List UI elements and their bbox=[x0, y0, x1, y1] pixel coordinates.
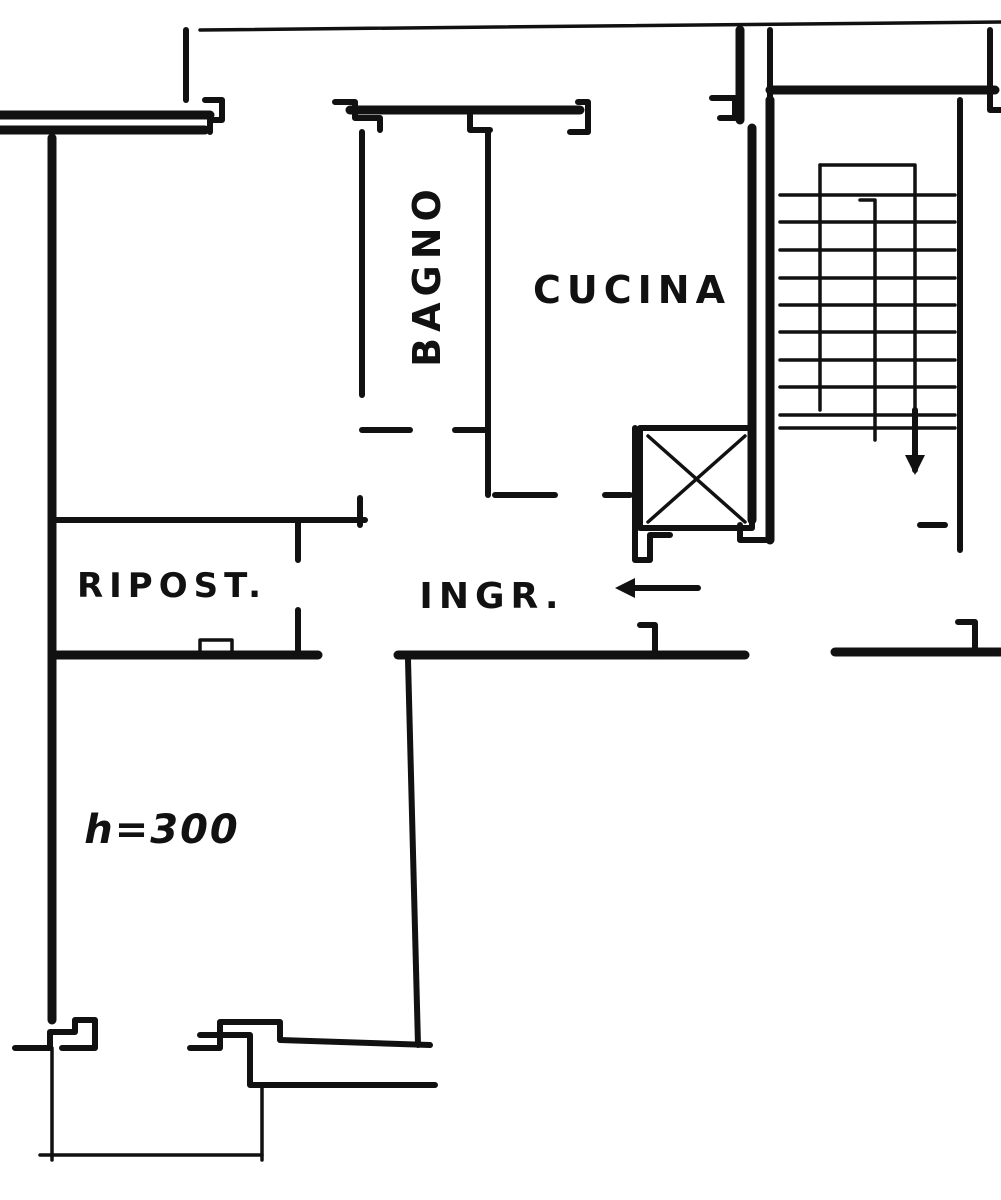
bathroom-walls bbox=[359, 129, 491, 498]
room-label-cucina: CUCINA bbox=[533, 268, 731, 312]
bedroom-walls bbox=[12, 657, 438, 1162]
ceiling-height-note: h=300 bbox=[84, 807, 240, 853]
elevator-shaft bbox=[632, 425, 773, 563]
arrow-left-icon bbox=[615, 578, 701, 598]
arrow-down-icon bbox=[905, 407, 925, 475]
storage-walls bbox=[50, 495, 368, 660]
room-label-bagno: BAGNO bbox=[405, 183, 449, 367]
room-label-ingresso: INGR. bbox=[419, 576, 564, 617]
room-label-ripostiglio: RIPOST. bbox=[77, 566, 267, 606]
kitchen-walls bbox=[492, 123, 757, 525]
exterior-walls bbox=[0, 20, 1001, 135]
entry-walls bbox=[393, 578, 1001, 660]
stairs-icon bbox=[765, 95, 963, 553]
